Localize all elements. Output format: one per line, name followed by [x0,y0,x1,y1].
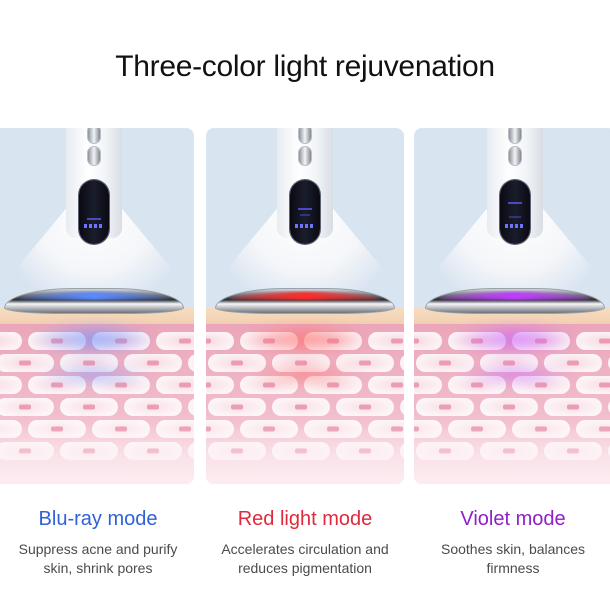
mode-violet: Violet mode Soothes skin, balances firmn… [412,506,610,578]
violet-light-illustration [414,128,610,484]
blue-light-glow [29,322,159,356]
mode-title: Red light mode [237,508,373,530]
blue-light-illustration [0,128,194,484]
device-screen [500,180,530,244]
mode-description-line: Suppress acne and purify [18,541,178,557]
red-light-illustration [206,128,404,484]
device-screen [290,180,320,244]
device-button-icon [87,128,101,144]
device-button-icon [508,128,522,144]
mode-blue: Blu-ray mode Suppress acne and purify sk… [0,506,196,578]
mode-title: Violet mode [460,508,566,530]
red-led-icon [230,292,380,300]
violet-led-icon [440,292,590,300]
skin-tissue [0,324,194,484]
device-screen [79,180,109,244]
mode-description-line: firmness [486,560,540,576]
blue-led-icon [19,292,169,300]
mode-description-line: skin, shrink pores [43,560,153,576]
mode-description: Soothes skin, balances firmness [412,540,610,578]
mode-description-line: reduces pigmentation [238,560,372,576]
red-light-glow [240,322,370,356]
device-button-icon [508,146,522,166]
device-button-icon [298,146,312,166]
mode-description: Suppress acne and purify skin, shrink po… [0,540,196,578]
mode-red: Red light mode Accelerates circulation a… [204,506,406,578]
device-button-icon [87,146,101,166]
device-button-icon [298,128,312,144]
mode-description-line: Accelerates circulation and [221,541,389,557]
violet-light-glow [450,322,580,356]
mode-title: Blu-ray mode [38,508,158,530]
page-title: Three-color light rejuvenation [115,50,495,83]
mode-description: Accelerates circulation and reduces pigm… [204,540,406,578]
mode-description-line: Soothes skin, balances [441,541,585,557]
